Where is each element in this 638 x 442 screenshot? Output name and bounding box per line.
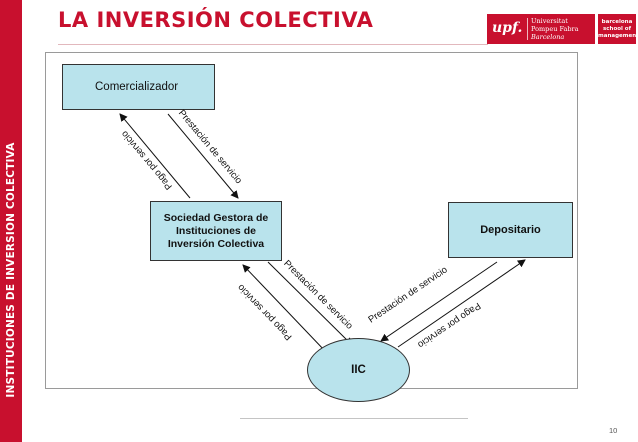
page-title: LA INVERSIÓN COLECTIVA <box>58 8 374 32</box>
bsm-logo-line1: barcelona <box>601 19 633 25</box>
upf-logo: upf. Universitat Pompeu Fabra Barcelona <box>487 14 595 44</box>
upf-logo-mark: upf. <box>492 20 523 36</box>
arrow-right-pago <box>397 259 526 348</box>
bsm-logo-line3: management <box>598 33 638 39</box>
node-comercializador: Comercializador <box>62 64 215 110</box>
arrow-left-prestacion <box>267 261 353 346</box>
arrow-right-prestacion <box>380 261 498 342</box>
upf-logo-text: Universitat Pompeu Fabra Barcelona <box>531 17 579 41</box>
upf-logo-divider <box>527 18 528 40</box>
bottom-divider <box>240 418 468 419</box>
node-sociedad-gestora: Sociedad Gestora de Instituciones de Inv… <box>150 201 282 261</box>
upf-logo-line1: Universitat <box>531 17 568 25</box>
node-sociedad-line3: Inversión Colectiva <box>167 237 265 250</box>
page-number: 10 <box>609 426 618 435</box>
title-divider <box>58 44 488 45</box>
sidebar-band: INSTITUCIONES DE INVERSION COLECTIVA <box>0 0 22 442</box>
node-iic: IIC <box>307 338 410 402</box>
bsm-logo-line2: school of <box>603 26 631 32</box>
arrow-left-pago <box>242 264 327 353</box>
arrow-top-prestacion <box>167 113 239 199</box>
upf-logo-line2: Pompeu Fabra <box>531 25 579 33</box>
upf-logo-line3: Barcelona <box>531 33 565 41</box>
node-sociedad-line2: Instituciones de <box>176 224 256 237</box>
node-sociedad-line1: Sociedad Gestora de <box>163 211 269 224</box>
arrow-top-pago <box>119 113 191 199</box>
node-depositario: Depositario <box>448 202 573 258</box>
bsm-logo: barcelona school of management <box>598 14 638 44</box>
